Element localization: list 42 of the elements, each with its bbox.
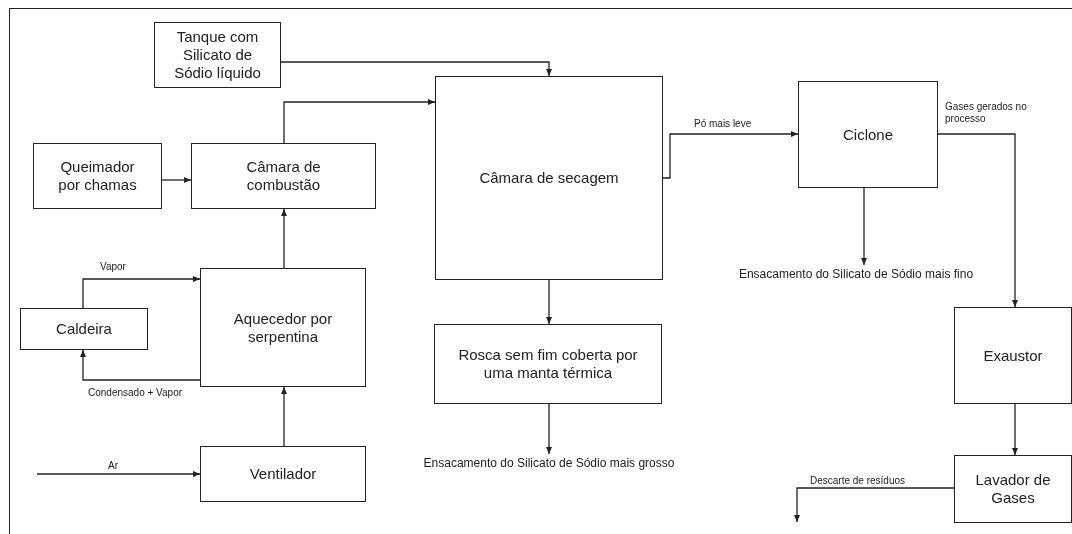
arrow — [937, 133, 1018, 308]
process-box — [434, 324, 662, 404]
edge-label: Condensado + Vapor — [88, 387, 183, 399]
box-label: Exaustor — [983, 346, 1043, 365]
edge-label: Pó mais leve — [694, 118, 752, 130]
arrow — [281, 386, 287, 447]
box-label: Ventilador — [249, 465, 317, 483]
process-box — [154, 22, 281, 88]
arrow — [283, 99, 436, 144]
arrow — [161, 177, 192, 183]
arrow — [794, 487, 955, 523]
arrow — [82, 276, 201, 309]
process-box — [20, 308, 148, 350]
process-box — [200, 446, 366, 502]
box-label: Câmara de secagem — [479, 169, 619, 187]
process-box — [798, 81, 938, 188]
edge-label: Descarte de resíduos — [810, 475, 906, 487]
arrow — [546, 279, 552, 325]
arrow — [80, 349, 201, 381]
process-box — [954, 455, 1072, 523]
box-label: Lavador de Gases — [974, 471, 1052, 507]
process-box — [191, 143, 376, 209]
box-label: Ciclone — [843, 125, 893, 144]
process-box — [200, 268, 366, 387]
box-label: Rosca sem fim coberta por uma manta térmica — [457, 346, 639, 382]
arrow — [280, 61, 552, 77]
arrow — [1012, 403, 1018, 456]
process-box — [435, 76, 663, 280]
arrow — [36, 471, 201, 477]
process-box — [33, 143, 162, 209]
box-label: Aquecedor por serpentina — [232, 309, 334, 346]
process-box — [954, 307, 1072, 404]
arrow — [861, 187, 867, 266]
arrow — [662, 131, 799, 179]
arrow — [281, 208, 287, 269]
box-label: Queimador por chamas — [57, 158, 138, 194]
edge-label: Ar — [108, 460, 118, 472]
box-label: Caldeira — [56, 320, 112, 338]
arrow — [546, 403, 552, 455]
box-label: Tanque com Silicato de Sódio líquido — [173, 28, 262, 82]
box-label: Câmara de combustão — [245, 158, 322, 194]
edge-label: Vapor — [100, 261, 126, 273]
